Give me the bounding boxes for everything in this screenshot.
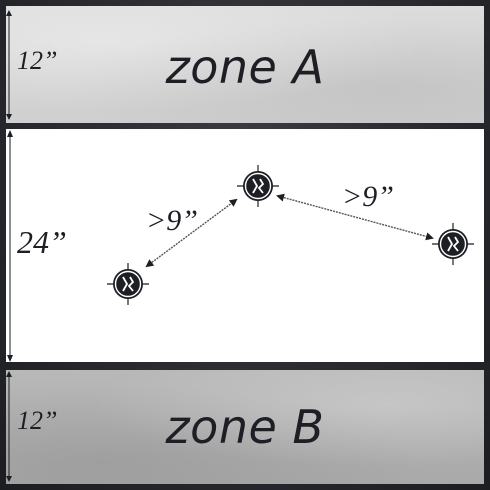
distance-label-right: >9” bbox=[342, 180, 394, 213]
distance-line-left bbox=[145, 198, 238, 268]
zone-b-depth-label: 12” bbox=[17, 406, 58, 435]
zone-b-area: zone B 12” bbox=[6, 370, 484, 484]
distance-label-left: >9” bbox=[146, 204, 198, 237]
middle-depth-label: 24” bbox=[17, 224, 67, 260]
zone-a-title: zone A bbox=[165, 40, 325, 94]
zone-b-depth-bar bbox=[6, 371, 12, 482]
no-mans-land-area: 24” bbox=[6, 129, 484, 362]
distance-line-right bbox=[276, 193, 434, 241]
zone-a-depth-bar bbox=[6, 10, 12, 120]
objective-marker-icon bbox=[431, 222, 475, 266]
zone-a-area: zone A 12” bbox=[6, 6, 484, 123]
objective-marker-icon bbox=[236, 164, 280, 208]
zone-b-title: zone B bbox=[165, 400, 325, 454]
zone-a-depth-label: 12” bbox=[17, 46, 58, 75]
objective-marker-icon bbox=[106, 262, 150, 306]
middle-depth-bar bbox=[7, 130, 13, 362]
